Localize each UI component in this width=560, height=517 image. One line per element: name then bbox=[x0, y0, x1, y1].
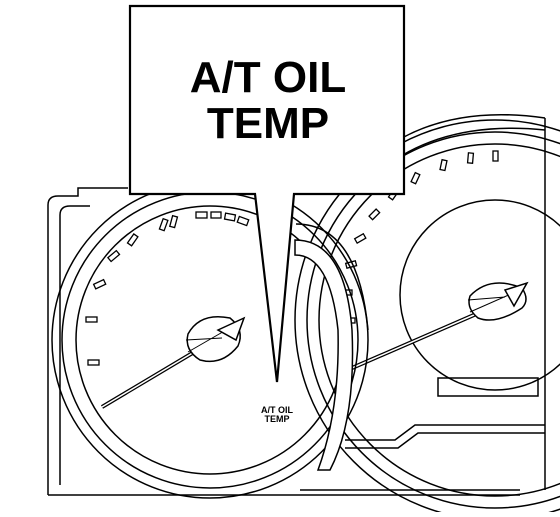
right-gauge-needle bbox=[351, 281, 529, 370]
callout-bubble: A/T OIL TEMP bbox=[128, 4, 406, 383]
right-gauge bbox=[294, 119, 560, 517]
left-gauge-ticks bbox=[85, 211, 250, 366]
lower-display bbox=[345, 377, 545, 449]
callout-title-line1: A/T OIL bbox=[190, 53, 346, 102]
callout-title-line2: TEMP bbox=[207, 99, 329, 148]
gauge-separator bbox=[294, 223, 369, 471]
indicator-label-line1: A/T OIL bbox=[261, 405, 293, 415]
left-gauge-needle bbox=[100, 316, 246, 409]
indicator-label-line2: TEMP bbox=[264, 414, 289, 424]
at-oil-temp-indicator: A/T OIL TEMP bbox=[261, 405, 293, 424]
